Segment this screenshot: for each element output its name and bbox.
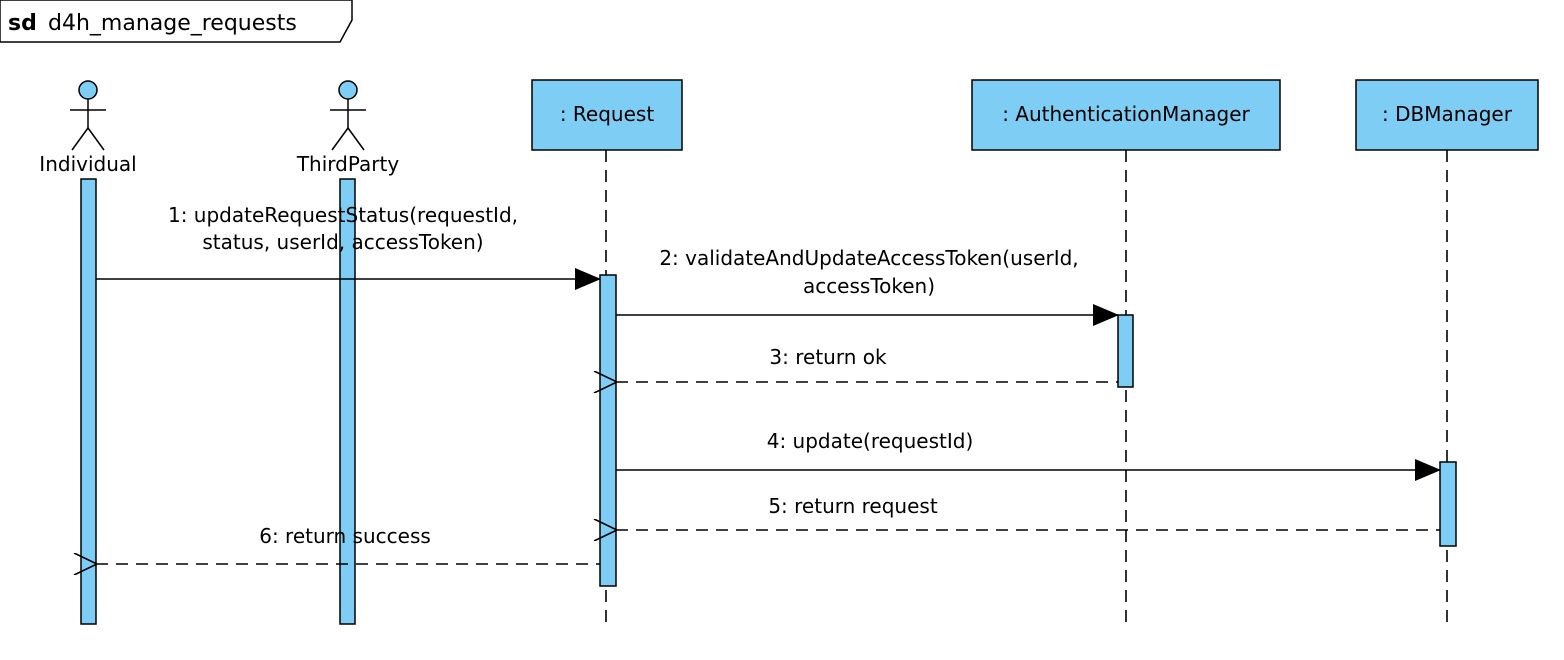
actor-label-individual: Individual	[39, 152, 136, 176]
frame-title: d4h_manage_requests	[48, 11, 297, 36]
frame-label: sd d4h_manage_requests	[0, 0, 353, 43]
frame-keyword: sd	[8, 11, 37, 36]
message-2: 2: validateAndUpdateAccessToken(userId, …	[616, 246, 1119, 326]
message-label-3: 3: return ok	[769, 345, 887, 369]
message-6: 6: return success	[96, 524, 600, 564]
object-label-db-manager: : DBManager	[1382, 102, 1513, 126]
message-5: 5: return request	[616, 494, 1440, 530]
object-label-authentication-manager: : AuthenticationManager	[1002, 102, 1250, 126]
activation-authentication-manager	[1117, 314, 1134, 388]
object-authentication-manager: : AuthenticationManager	[971, 79, 1281, 151]
actor-figure-icon	[330, 80, 366, 151]
message-label-1-line1: 1: updateRequestStatus(requestId,	[168, 203, 518, 227]
message-1: 1: updateRequestStatus(requestId, status…	[96, 203, 601, 290]
activation-bars	[80, 178, 1457, 625]
actor-figure-icon	[70, 80, 106, 151]
object-label-request: : Request	[560, 102, 654, 126]
object-request: : Request	[531, 79, 683, 151]
object-box-db-manager	[1355, 79, 1539, 151]
frame-label-box	[0, 0, 353, 43]
message-label-2-line1: 2: validateAndUpdateAccessToken(userId,	[659, 246, 1078, 270]
lifelines	[605, 150, 1448, 628]
object-db-manager: : DBManager	[1355, 79, 1539, 151]
actor-individual: Individual	[39, 80, 137, 176]
message-3: 3: return ok	[616, 345, 1118, 382]
object-box-authentication-manager	[971, 79, 1281, 151]
message-label-4: 4: update(requestId)	[767, 429, 974, 453]
message-label-2-line2: accessToken)	[803, 274, 935, 298]
object-box-request	[531, 79, 683, 151]
message-label-6: 6: return success	[259, 524, 431, 548]
actor-label-thirdparty: ThirdParty	[296, 152, 399, 176]
activation-db-manager	[1439, 461, 1457, 547]
message-label-1-line2: status, userId, accessToken)	[202, 230, 483, 254]
activation-individual	[80, 178, 97, 625]
actor-thirdparty: ThirdParty	[296, 80, 399, 176]
activation-request	[599, 274, 617, 587]
message-4: 4: update(requestId)	[616, 429, 1441, 481]
activation-thirdparty	[339, 178, 356, 625]
message-label-5: 5: return request	[768, 494, 938, 518]
